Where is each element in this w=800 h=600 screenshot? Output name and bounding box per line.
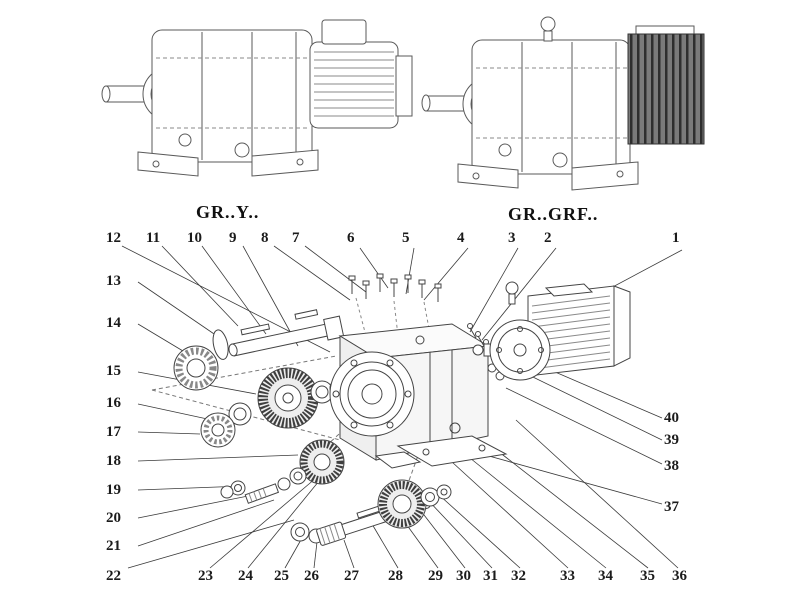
callout-3: 3	[508, 230, 516, 246]
callout-22: 22	[106, 568, 121, 584]
assembled-gearmotor-gr-y	[101, 19, 413, 177]
callout-14: 14	[106, 315, 121, 331]
callout-17: 17	[106, 424, 121, 440]
exploded-housing	[329, 323, 508, 469]
callout-19: 19	[106, 482, 121, 498]
callout-12: 12	[106, 230, 121, 246]
callout-5: 5	[402, 230, 410, 246]
exploded-top-bolts	[348, 273, 519, 337]
callout-18: 18	[106, 453, 121, 469]
model-series-label-gr-grf: GR..GRF..	[508, 204, 599, 224]
callout-31: 31	[483, 568, 498, 584]
exploded-seal-and-bearing	[173, 345, 219, 391]
exploded-motor	[489, 283, 631, 381]
exploded-intermediate-gearset	[220, 439, 345, 504]
callout-27: 27	[344, 568, 359, 584]
exploded-input-shaft	[212, 309, 345, 360]
callout-6: 6	[347, 230, 355, 246]
assembled-gearmotor-gr-grf	[421, 16, 705, 191]
callout-30: 30	[456, 568, 471, 584]
callout-23: 23	[198, 568, 213, 584]
callout-29: 29	[428, 568, 443, 584]
callout-4: 4	[457, 230, 465, 246]
exploded-main-gear	[257, 367, 319, 429]
callout-11: 11	[146, 230, 161, 246]
model-series-label-gr-y: GR..Y..	[196, 202, 260, 222]
callout-25: 25	[274, 568, 289, 584]
callout-21: 21	[106, 538, 121, 554]
callout-16: 16	[106, 395, 121, 411]
callout-34: 34	[598, 568, 613, 584]
callout-39: 39	[664, 432, 679, 448]
callout-38: 38	[664, 458, 679, 474]
exploded-output-shaft-assembly	[290, 479, 452, 546]
callout-28: 28	[388, 568, 403, 584]
callout-33: 33	[560, 568, 575, 584]
callout-26: 26	[304, 568, 319, 584]
callout-7: 7	[292, 230, 300, 246]
callout-13: 13	[106, 273, 121, 289]
callout-9: 9	[229, 230, 237, 246]
callout-35: 35	[640, 568, 655, 584]
callout-10: 10	[187, 230, 202, 246]
callout-15: 15	[106, 363, 121, 379]
callout-40: 40	[664, 410, 679, 426]
callout-36: 36	[672, 568, 687, 584]
exploded-view-illustration	[151, 273, 631, 546]
callout-32: 32	[511, 568, 526, 584]
callout-1: 1	[672, 230, 680, 246]
callout-8: 8	[261, 230, 269, 246]
callout-20: 20	[106, 510, 121, 526]
callout-leader-lines	[121, 245, 683, 569]
callout-24: 24	[238, 568, 253, 584]
callout-37: 37	[664, 499, 679, 515]
callout-2: 2	[544, 230, 552, 246]
